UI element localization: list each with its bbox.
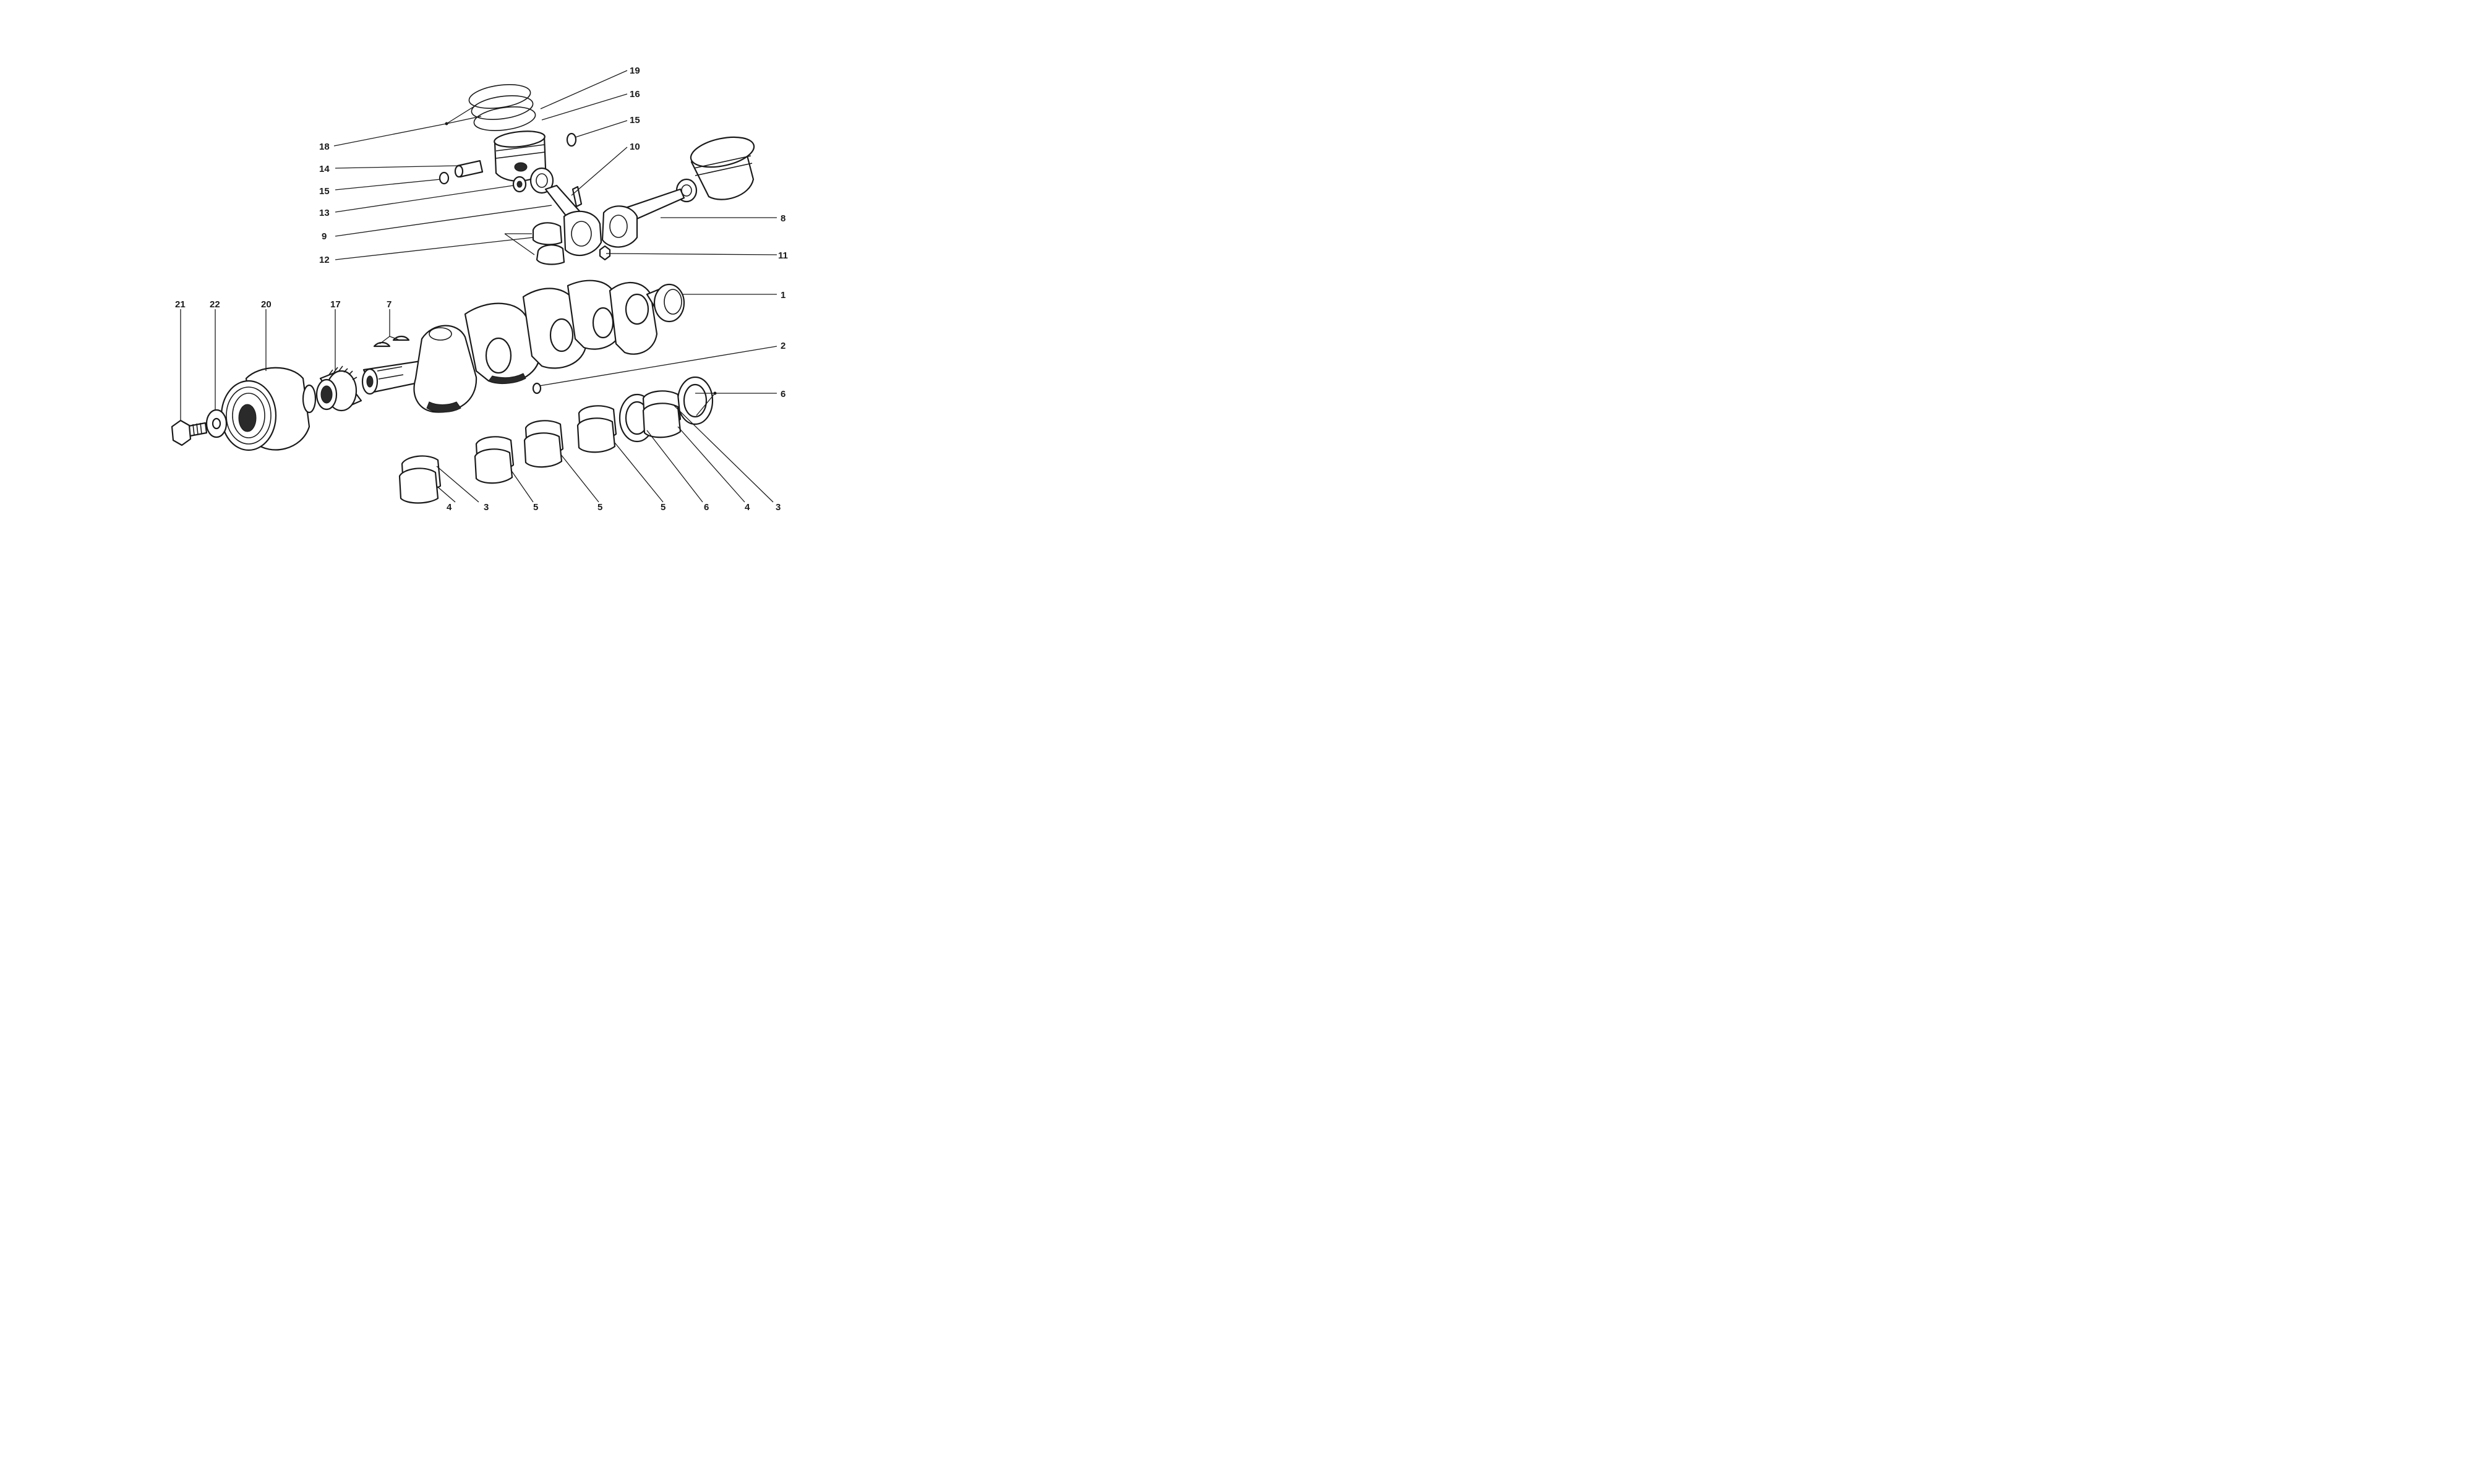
connecting-rod-assembly-part-8 xyxy=(601,136,755,248)
callout-10: 10 xyxy=(630,142,640,152)
callout-21: 21 xyxy=(175,299,186,310)
callout-6-right: 6 xyxy=(781,389,785,399)
nut-part-11 xyxy=(599,245,611,261)
callout-13: 13 xyxy=(319,208,330,218)
piston-part-16 xyxy=(494,130,547,182)
piston-pin-part-14 xyxy=(454,160,484,178)
callout-15-upper: 15 xyxy=(630,115,640,126)
circlip-part-15-lower xyxy=(439,171,450,185)
callout-11: 11 xyxy=(778,250,788,261)
callout-17: 17 xyxy=(330,299,341,310)
main-bearing-shell-left xyxy=(398,455,442,504)
callout-22: 22 xyxy=(210,299,220,310)
callout-3-right: 3 xyxy=(776,502,781,513)
main-bearing-shell-5b xyxy=(523,420,564,468)
rod-bolt-part-10 xyxy=(571,186,583,208)
main-bearing-shell-5a xyxy=(474,436,515,484)
main-bearing-shell-right xyxy=(642,390,682,438)
crankshaft xyxy=(361,279,685,413)
connecting-rod-part-9 xyxy=(529,167,602,256)
callout-5-c: 5 xyxy=(661,502,666,513)
callout-2: 2 xyxy=(781,341,785,351)
callout-20: 20 xyxy=(261,299,272,310)
callout-4-right: 4 xyxy=(745,502,750,513)
callout-1: 1 xyxy=(781,290,785,301)
thrust-washers-part-6 xyxy=(618,376,714,443)
woodruff-keys-part-7 xyxy=(373,335,410,348)
big-end-bearing-part-12 xyxy=(532,222,565,265)
small-end-bush-part-13 xyxy=(512,176,527,193)
callout-12: 12 xyxy=(319,255,330,265)
callout-18: 18 xyxy=(319,142,330,152)
main-bearing-shell-5c xyxy=(576,405,617,453)
dowel-pin-part-2 xyxy=(532,382,542,394)
callout-14: 14 xyxy=(319,164,330,174)
pulley-part-20 xyxy=(220,367,317,451)
callout-8: 8 xyxy=(781,213,785,224)
bolt-part-21 xyxy=(171,419,208,446)
callout-5-b: 5 xyxy=(597,502,602,513)
callout-labels: 1 2 6 8 11 10 15 16 19 18 14 15 13 9 12 … xyxy=(175,66,788,513)
washer-part-22 xyxy=(205,409,228,438)
circlip-part-15-upper xyxy=(566,132,577,147)
callout-3-left: 3 xyxy=(484,502,489,513)
piston-rings-part-16-19 xyxy=(468,84,536,131)
timing-gear-part-17 xyxy=(315,365,362,412)
callout-7: 7 xyxy=(387,299,392,310)
callout-16: 16 xyxy=(630,89,640,100)
exploded-parts-diagram: 1 2 6 8 11 10 15 16 19 18 14 15 13 9 12 … xyxy=(171,66,788,513)
leader-lines xyxy=(180,70,777,503)
callout-9: 9 xyxy=(322,231,327,242)
callout-6-bottom: 6 xyxy=(704,502,709,513)
callout-5-a: 5 xyxy=(533,502,538,513)
callout-4-left: 4 xyxy=(447,502,452,513)
callout-19: 19 xyxy=(630,66,640,76)
callout-15-lower: 15 xyxy=(319,186,330,197)
